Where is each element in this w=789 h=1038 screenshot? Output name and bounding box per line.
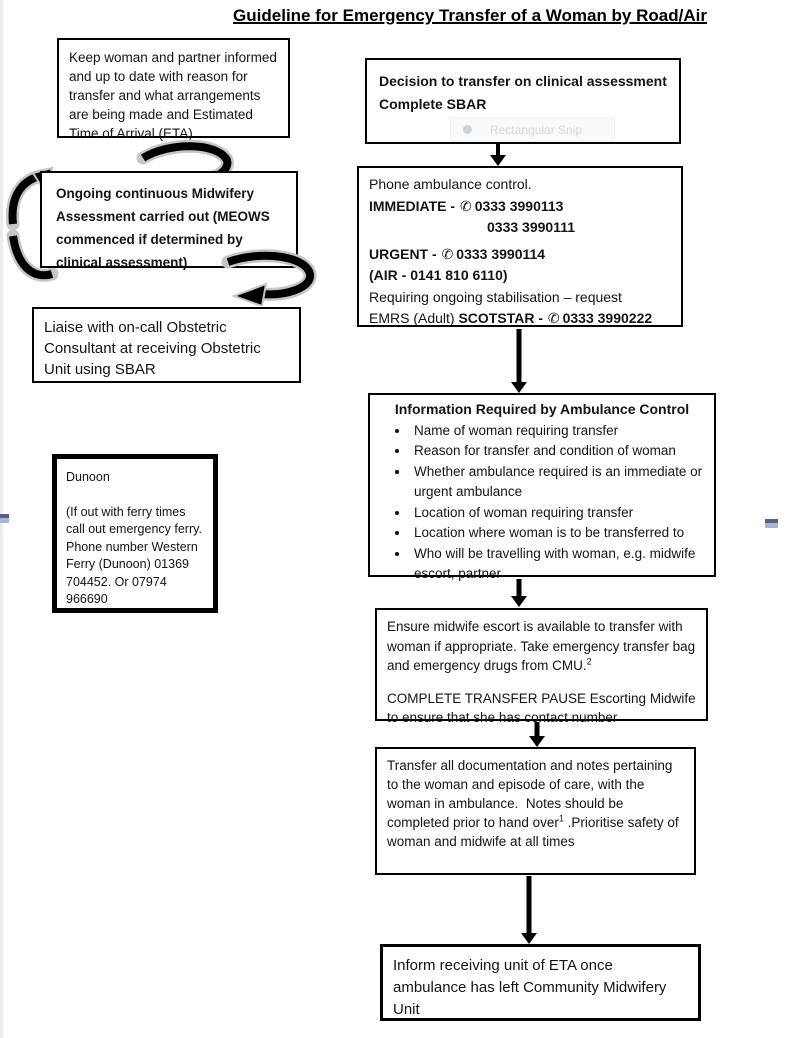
phone-icon: ✆ [459, 197, 472, 214]
phone-icon: ✆ [441, 245, 454, 262]
immediate-number-2: 0333 3990111 [487, 219, 575, 235]
urgent-line: URGENT - ✆0333 3990114 [369, 245, 546, 262]
flow-arrow-down-icon [510, 579, 528, 607]
inform-receiving-unit-box: Inform receiving unit of ETA once ambula… [380, 944, 701, 1021]
air-line: (AIR - 0141 810 6110) [369, 267, 508, 283]
keep-informed-text: Keep woman and partner informed and up t… [69, 50, 277, 141]
immediate-number-1: 0333 3990113 [474, 197, 564, 214]
snip-dot-icon [463, 125, 472, 134]
curved-arrow-down-icon [221, 249, 317, 306]
stabilisation-line: Requiring ongoing stabilisation – reques… [369, 288, 622, 305]
ambulance-info-list: Name of woman requiring transfer Reason … [380, 421, 704, 585]
list-item: Reason for transfer and condition of wom… [410, 441, 704, 462]
urgent-number: 0333 3990114 [456, 245, 546, 262]
decision-line2: Complete SBAR [379, 96, 487, 112]
snip-tooltip-label: Rectangular Snip [490, 122, 583, 137]
flow-arrow-down-icon [510, 329, 528, 393]
flow-arrow-down-icon [520, 876, 538, 944]
emrs-line: EMRS (Adult) SCOTSTAR - ✆0333 3990222 [369, 310, 653, 326]
liaise-consultant-text: Liaise with on-call Obstetric Consultant… [44, 319, 261, 378]
documentation-text: Transfer all documentation and notes per… [387, 758, 683, 849]
liaise-consultant-box: Liaise with on-call Obstetric Consultant… [32, 307, 301, 383]
list-item: Location of woman requiring transfer [410, 503, 704, 524]
emrs-number: 0333 3990222 [562, 310, 653, 326]
rectangular-snip-tooltip: Rectangular Snip [450, 117, 615, 142]
decision-line1: Decision to transfer on clinical assessm… [379, 73, 667, 89]
page-title: Guideline for Emergency Transfer of a Wo… [233, 6, 707, 25]
flow-arrow-down-icon [528, 722, 546, 747]
ongoing-assessment-text: Ongoing continuous Midwifery Assessment … [56, 186, 270, 270]
phone-ambulance-box: Phone ambulance control. IMMEDIATE - ✆03… [357, 166, 683, 327]
dunoon-body: (If out with ferry times call out emerge… [66, 504, 202, 607]
escort-paragraph-1: Ensure midwife escort is available to tr… [387, 619, 696, 673]
ambulance-info-box: Information Required by Ambulance Contro… [368, 393, 716, 581]
flow-arrow-down-icon [490, 144, 506, 166]
documentation-box: Transfer all documentation and notes per… [375, 747, 696, 875]
list-item: Location where woman is to be transferre… [410, 523, 704, 544]
dunoon-ferry-box: Dunoon (If out with ferry times call out… [52, 454, 218, 613]
inform-receiving-unit-text: Inform receiving unit of ETA once ambula… [393, 957, 667, 1018]
footnote-ref: 2 [586, 656, 592, 667]
phone-icon: ✆ [547, 310, 560, 326]
ambulance-info-title: Information Required by Ambulance Contro… [394, 401, 690, 417]
immediate-line: IMMEDIATE - ✆0333 3990113 [369, 197, 564, 214]
phone-intro: Phone ambulance control. [369, 176, 532, 192]
footnote-ref: 1 [558, 813, 564, 824]
escort-paragraph-2: COMPLETE TRANSFER PAUSE Escorting Midwif… [387, 690, 696, 726]
list-item: Whether ambulance required is an immedia… [410, 462, 704, 503]
page-edge-mark [765, 519, 778, 528]
midwife-escort-box: Ensure midwife escort is available to tr… [375, 608, 708, 725]
page-edge-mark [0, 514, 9, 523]
list-item: Name of woman requiring transfer [410, 421, 704, 442]
dunoon-title: Dunoon [66, 470, 110, 484]
list-item: Who will be travelling with woman, e.g. … [410, 544, 704, 585]
keep-informed-box: Keep woman and partner informed and up t… [57, 38, 290, 141]
